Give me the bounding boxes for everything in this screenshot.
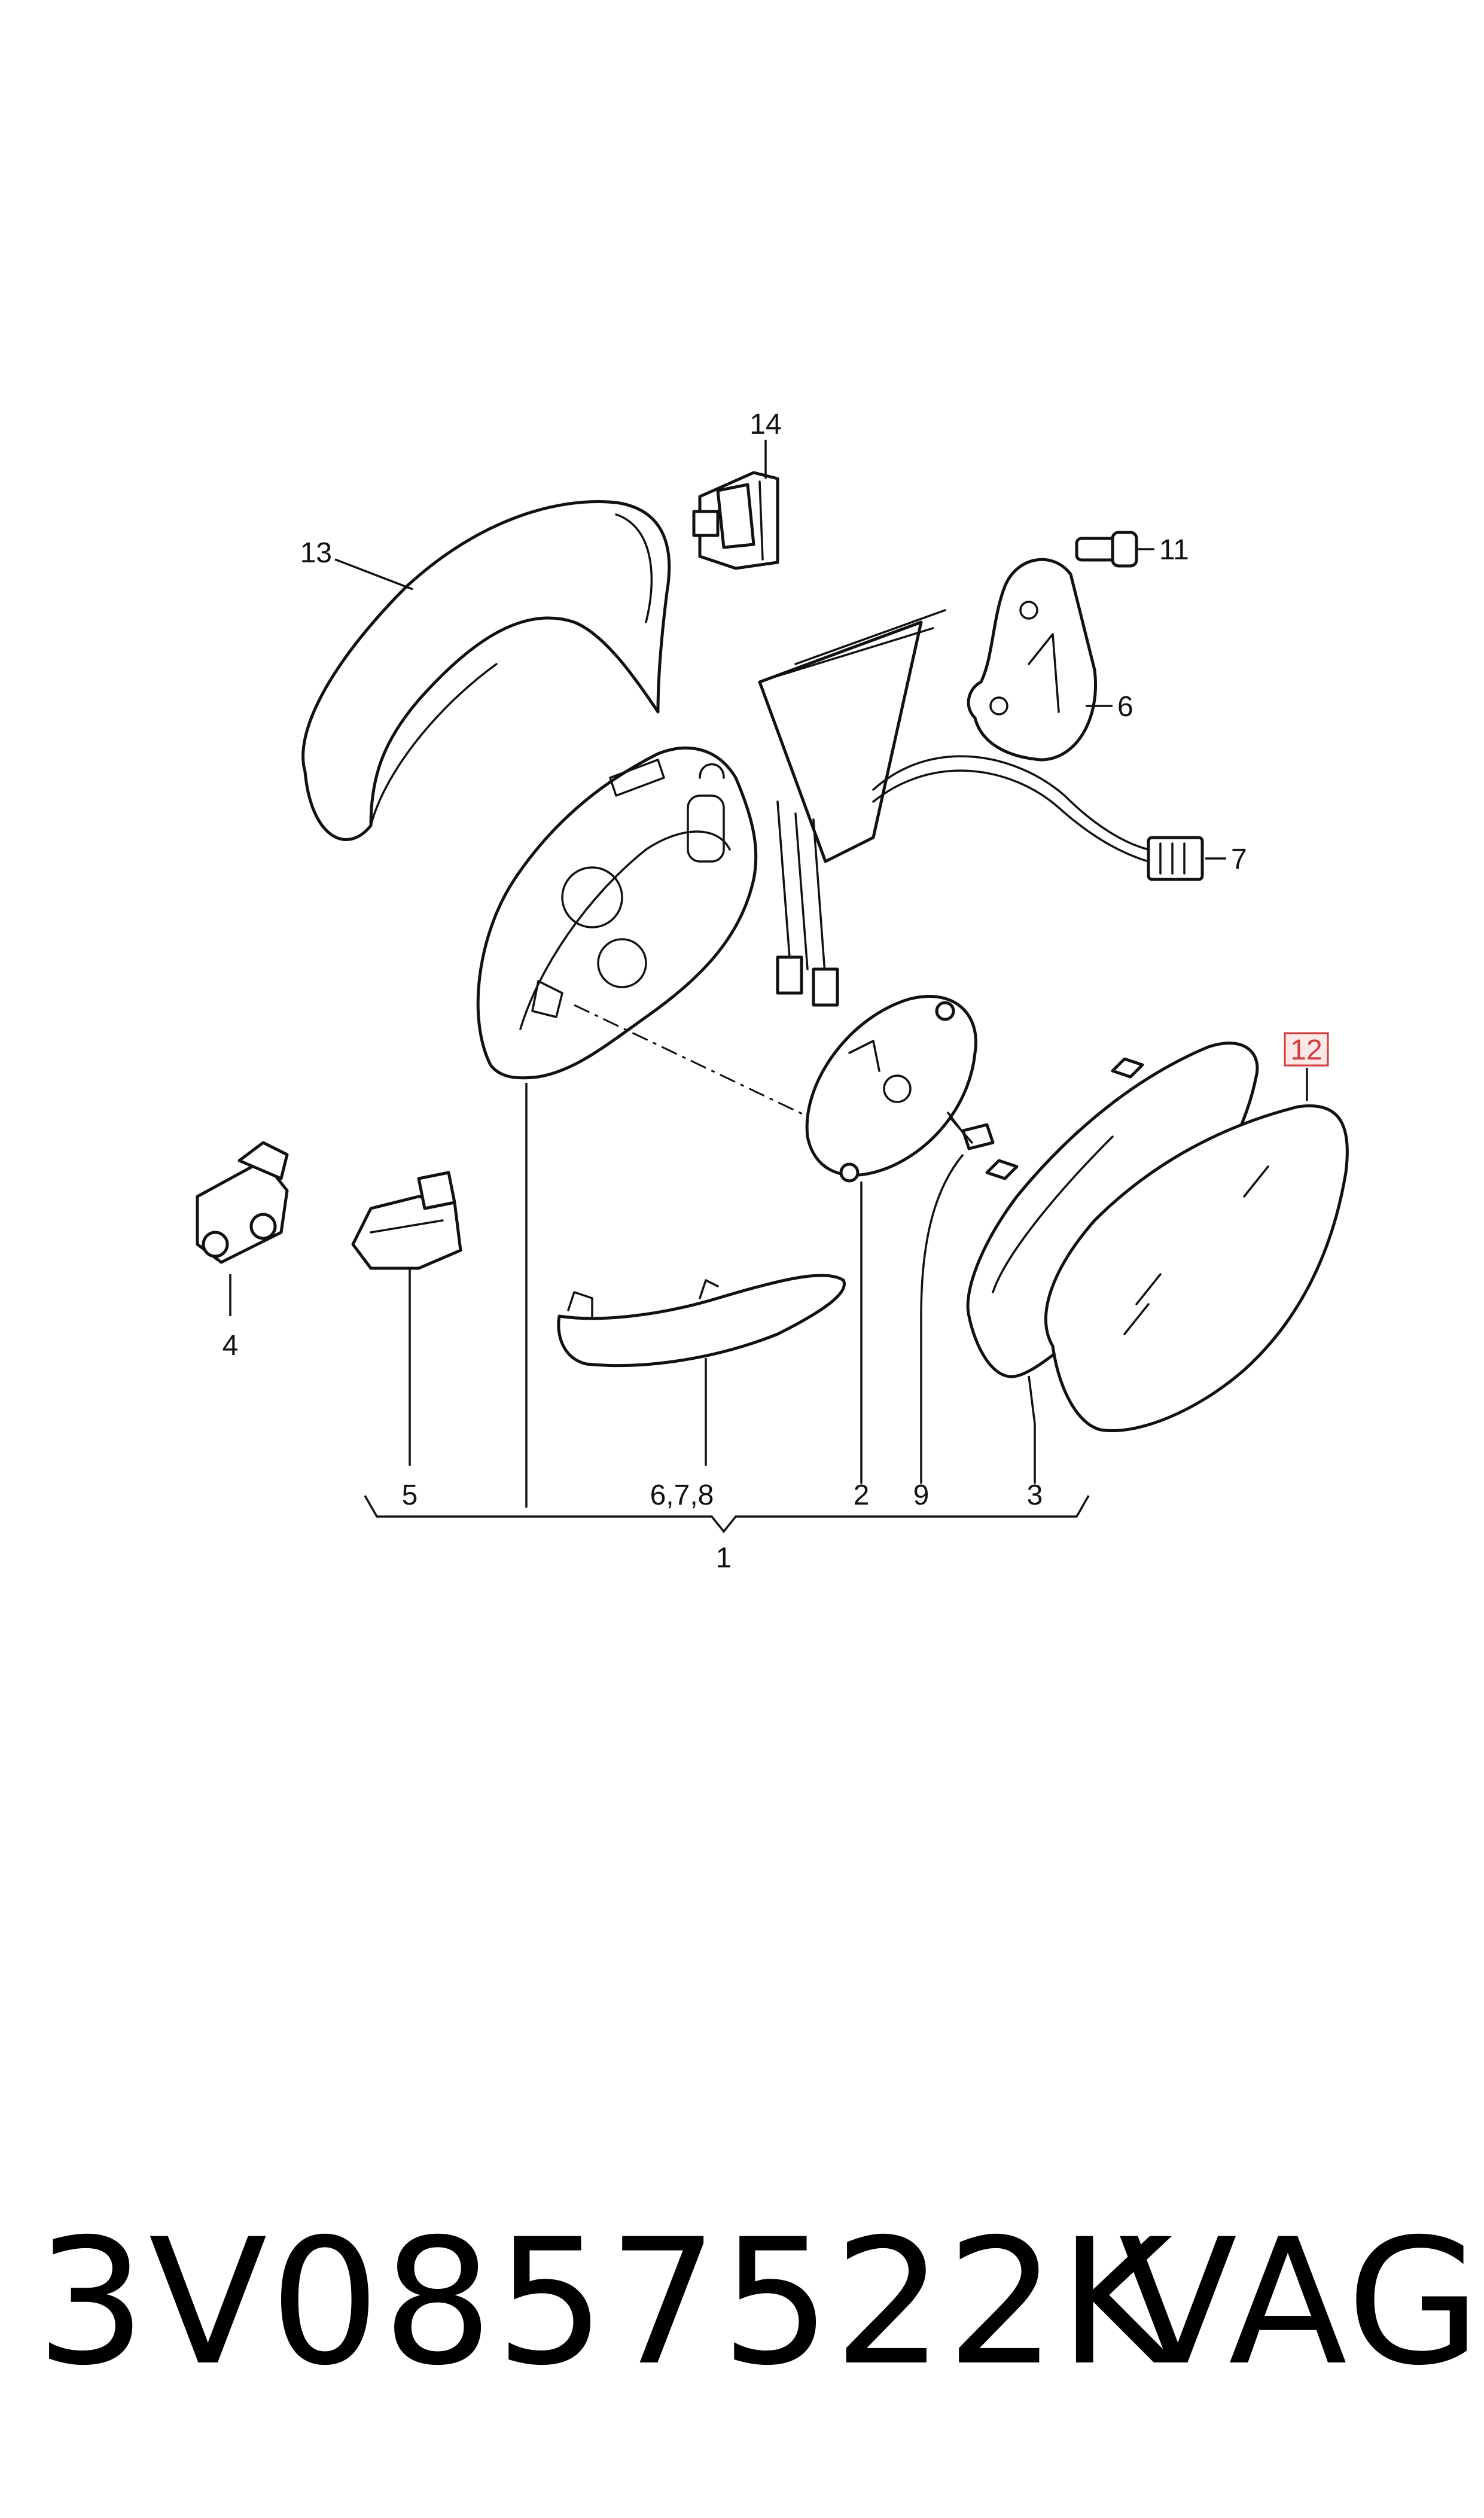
part-mirror-cap: [301, 500, 671, 841]
part-clip: [692, 471, 779, 570]
callout-7: 7: [1231, 844, 1247, 875]
part-wires: [776, 800, 839, 1007]
part-screw-11: [1075, 531, 1138, 568]
callout-9: 9: [913, 1479, 930, 1511]
callout-2: 2: [854, 1479, 870, 1511]
callout-14: 14: [749, 409, 781, 440]
callout-6-7-8: 6,7,8: [650, 1479, 714, 1511]
callout-4: 4: [223, 1330, 239, 1362]
group-bracket: [364, 1495, 1090, 1533]
part-adjustment-motor: [805, 995, 977, 1183]
brand-label: VAG: [1119, 2202, 1483, 2404]
callout-11: 11: [1159, 534, 1189, 566]
part-base-plate: [758, 609, 946, 863]
callout-13: 13: [300, 537, 332, 569]
part-mirror-housing: [476, 746, 758, 1080]
callout-5: 5: [402, 1479, 418, 1511]
callout-12-highlight: [1284, 1032, 1329, 1067]
part-mirror-glass: [1044, 1104, 1349, 1432]
callout-12: 12: [1290, 1034, 1322, 1066]
callout-1: 1: [716, 1542, 732, 1574]
part-turn-signal-strip: [557, 1274, 846, 1368]
part-lamp-unit: [351, 1171, 462, 1270]
callout-3: 3: [1027, 1479, 1043, 1511]
part-cable-harness: [872, 755, 1204, 881]
part-connector-4: [196, 1141, 289, 1264]
callout-6: 6: [1117, 691, 1133, 723]
part-number: 3V0857522K: [36, 2202, 1175, 2404]
part-screw-9: [947, 1112, 995, 1150]
part-adhesive-plate: [967, 558, 1097, 762]
